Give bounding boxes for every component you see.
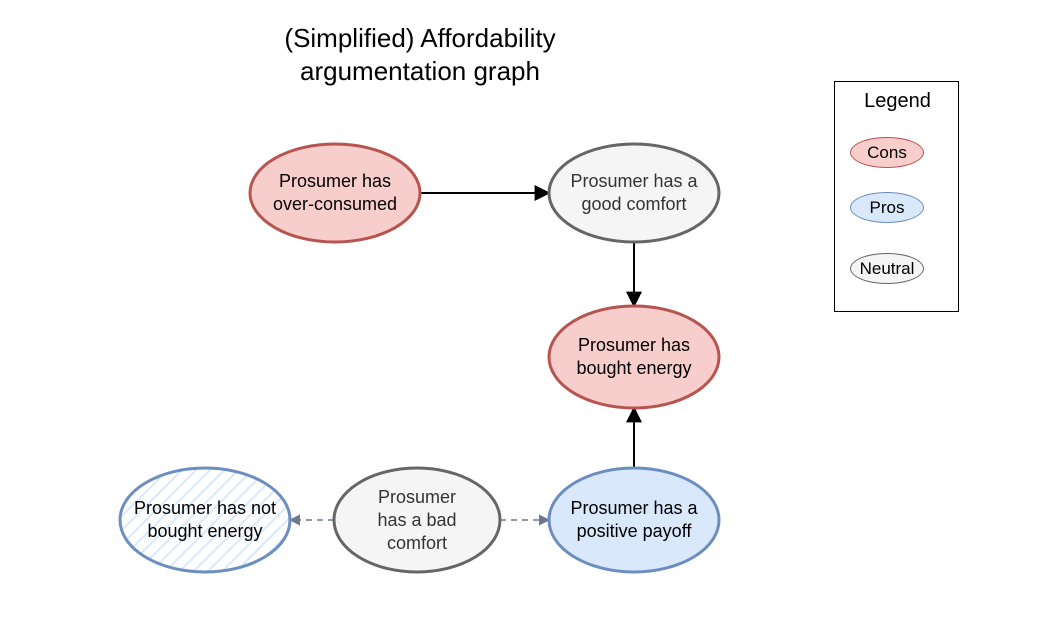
edges-layer xyxy=(288,185,642,526)
node-bought-energy xyxy=(547,304,721,410)
node-over-consumed xyxy=(248,142,422,244)
legend-item-pros: Pros xyxy=(850,192,924,223)
legend-item-cons: Cons xyxy=(850,137,924,168)
node-bad-comfort xyxy=(332,466,502,574)
node-not-bought-energy xyxy=(118,466,292,574)
node-positive-payoff xyxy=(547,466,721,574)
legend-title: Legend xyxy=(864,90,931,112)
legend-item-neutral: Neutral xyxy=(850,253,924,284)
nodes-layer xyxy=(118,142,721,574)
diagram-title: (Simplified) Affordability argumentation… xyxy=(284,23,556,86)
node-good-comfort xyxy=(547,142,721,244)
legend: Legend Cons Pros Neutral xyxy=(834,81,959,312)
